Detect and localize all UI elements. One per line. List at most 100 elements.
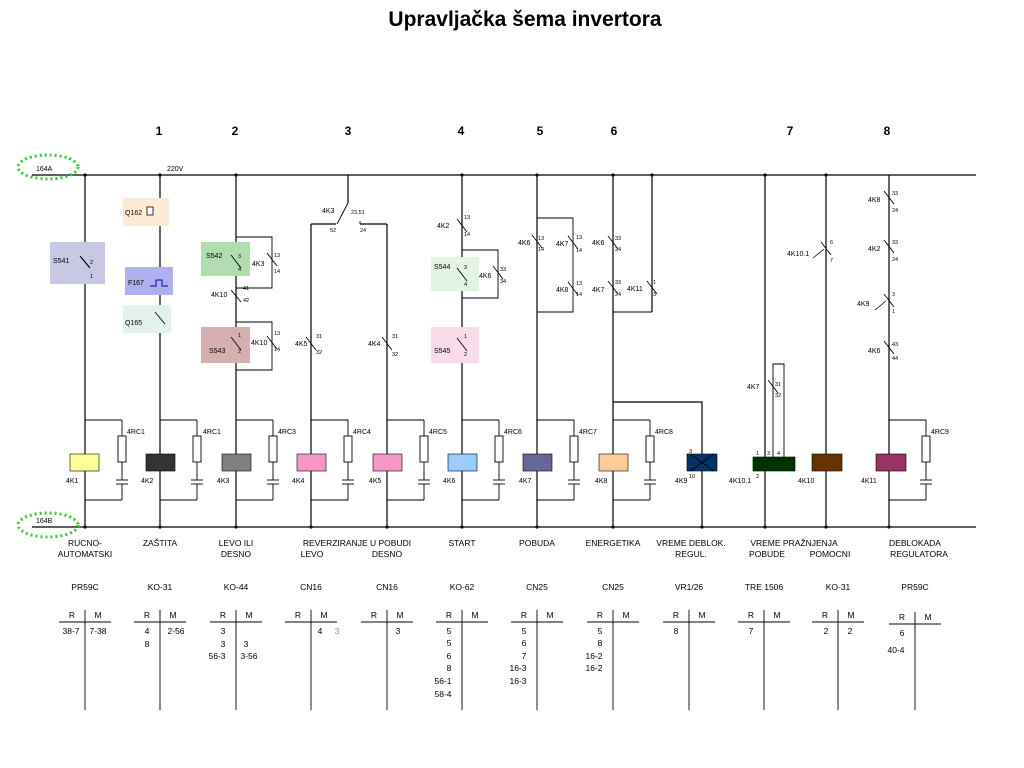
model-4k5: CN16: [376, 582, 398, 592]
table-2-header-r: R: [144, 610, 150, 620]
table-6-header-r: R: [446, 610, 452, 620]
table-11-header-m: M: [847, 610, 854, 620]
model-4k1: PR59C: [71, 582, 98, 592]
c3-4k4-pin-31: 31: [392, 334, 398, 340]
t3-m-1: 3: [244, 639, 249, 649]
t4-m-0: 4: [318, 626, 323, 636]
rc5-resistor: [419, 435, 429, 463]
model-4k4: CN16: [300, 582, 322, 592]
coil-4k10: [811, 453, 843, 472]
t2-m-0: 2-56: [167, 626, 184, 636]
s541-pin-1: 1: [90, 274, 93, 280]
table-11-header-r: R: [822, 610, 828, 620]
desc-4k1-line1: RUCNO-: [68, 538, 102, 548]
c5-4k7-pin-13: 13: [576, 235, 582, 241]
table-3-header-r: R: [220, 610, 226, 620]
coil-4k2-label: 4K2: [141, 478, 154, 485]
bus-label-164b: 164B: [36, 518, 53, 525]
bus-marker-164b: [16, 511, 80, 539]
t3-r-1: 3: [221, 639, 226, 649]
c4-4k2-label: 4K2: [437, 223, 450, 230]
c3-4k4-label: 4K4: [368, 341, 381, 348]
contact-table-values: R M R M R M R M R M R M R M R M R M R M …: [62, 610, 931, 699]
rc4-label: 4RC4: [353, 429, 371, 436]
thermal-relay-icon: [150, 279, 168, 287]
t2-r-1: 8: [145, 639, 150, 649]
rc5-label: 4RC5: [429, 429, 447, 436]
s541-label: S541: [53, 258, 69, 265]
coil-4k5-label: 4K5: [369, 478, 382, 485]
s545-label: S545: [434, 348, 450, 355]
t8-r-2: 16-2: [585, 651, 602, 661]
column-number-5: 5: [537, 124, 544, 138]
c3-4k3-pin-24: 24: [360, 228, 366, 234]
c4k9-pin-a: 3: [689, 449, 692, 455]
t11-m-0: 2: [848, 626, 853, 636]
t7-r-1: 6: [522, 638, 527, 648]
c2-4k3-pin-14: 14: [274, 269, 280, 275]
c6-4k6-label: 4K6: [592, 240, 605, 247]
c8-4k6-pin-43: 43: [892, 342, 898, 348]
desc-4k10-line1: VREME PRAŽNJENJA: [750, 538, 838, 548]
component-models: PR59C KO-31 KO-44 CN16 CN16 KO-62 CN25 C…: [71, 582, 928, 592]
coil-4k4: [296, 453, 327, 472]
column-number-7: 7: [787, 124, 794, 138]
c4k101-pin-3: 3: [767, 451, 770, 457]
c2-4k10-label: 4K10: [211, 292, 227, 299]
desc-4k3-line1: LEVO ILI: [219, 538, 254, 548]
t4-m-1: 3: [335, 626, 340, 636]
desc-reverse-right: DESNO: [372, 549, 403, 559]
circuit-4k2: Q162 F167 Q165 4RC1 4K2: [123, 175, 221, 527]
table-1-header-r: R: [69, 610, 75, 620]
s543-pin-1: 1: [238, 333, 241, 339]
c4k101-pin-4: 4: [777, 451, 780, 457]
c5-4k8-pin-14: 14: [576, 292, 582, 298]
c5-4k7-pin-14: 14: [576, 248, 582, 254]
c3-4k3-pin-2351: 23,51: [351, 210, 365, 216]
c3-4k5-pin-32: 32: [316, 350, 322, 356]
model-4k2: KO-31: [148, 582, 173, 592]
coil-4k1-label: 4K1: [66, 478, 79, 485]
c6-4k7-pin-23: 33: [615, 280, 621, 286]
rc1-label-a: 4RC1: [127, 429, 145, 436]
s542-pin-3: 3: [238, 254, 241, 260]
c8-4k2-pin-23: 33: [892, 240, 898, 246]
column-number-8: 8: [884, 124, 891, 138]
circuit-4k6: 4K2 13 14 S544 3 4 4K6 33 34 S545 1 2 4R…: [431, 175, 522, 527]
column-number-4: 4: [458, 124, 465, 138]
desc-4k3-line2: DESNO: [221, 549, 252, 559]
desc-4k11-line2: REGULATORA: [890, 549, 948, 559]
desc-4k11-line1: DEBLOKADA: [889, 538, 941, 548]
s542-highlight: [201, 242, 250, 276]
rc6-resistor: [494, 435, 504, 463]
table-6-header-m: M: [471, 610, 478, 620]
t8-r-1: 8: [598, 638, 603, 648]
circuit-4k8: 4K6 33 24 4K7 33 24 4K11 1 3 4RC8 4K8: [592, 175, 673, 527]
rc1b-resistor: [192, 435, 202, 463]
s543-highlight: [201, 327, 250, 363]
coil-4k4-label: 4K4: [292, 478, 305, 485]
circuit-4k9: 3 10 4K9: [613, 401, 718, 527]
circuit-4k4-4k5: 4K3 23,51 52 24 4K5 31 32 4K4 31 32 4RC4…: [292, 175, 447, 527]
model-4k3: KO-44: [224, 582, 249, 592]
t5-m-0: 3: [396, 626, 401, 636]
coil-4k3-label: 4K3: [217, 478, 230, 485]
c6-4k7-label: 4K7: [592, 287, 605, 294]
coil-4k6: [447, 453, 478, 472]
desc-4k9-line1: VREME DEBLOK.: [656, 538, 725, 548]
s543-label: S543: [209, 348, 225, 355]
c3-4k5-label: 4K5: [295, 341, 308, 348]
c2-4k10b-pin-13: 13: [274, 331, 280, 337]
circuit-4k11: 4K8 33 24 4K2 33 24 4K9 3 1 4K6 43 44 4R…: [857, 175, 949, 527]
t1-r-0: 38-7: [62, 626, 79, 636]
t1-m-0: 7-38: [89, 626, 106, 636]
c7-4k101-pin-6: 6: [830, 240, 833, 246]
rc9-label: 4RC9: [931, 429, 949, 436]
c6-4k11-label: 4K11: [627, 286, 643, 293]
table-12-header-r: R: [899, 612, 905, 622]
c7-4k7-pin-32: 32: [775, 393, 781, 399]
model-4k10-1: TRE 1506: [745, 582, 784, 592]
desc-4k7: POBUDA: [519, 538, 555, 548]
circuit-4k1: S541 2 1 4RC1 4K1: [50, 175, 145, 527]
c5-4k7-label: 4K7: [556, 241, 569, 248]
